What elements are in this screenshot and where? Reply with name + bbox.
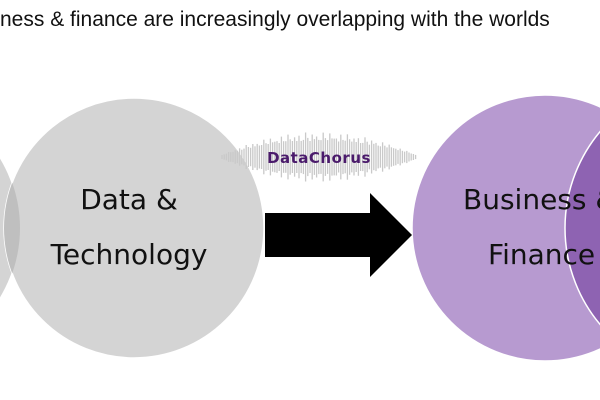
left-circle-label-line2: Technology <box>50 238 208 271</box>
right-circle-label-line2: Finance <box>488 238 595 271</box>
business-finance-circle <box>411 94 600 362</box>
datachorus-logo: DataChorus <box>267 149 371 167</box>
data-technology-circle <box>3 97 265 359</box>
left-circle-label-line1: Data & <box>80 183 178 216</box>
right-overlap-region <box>564 95 600 361</box>
right-circle-label-line1: Business & <box>463 183 600 216</box>
right-arrow <box>265 193 412 277</box>
slide-headline: ness & finance are increasingly overlapp… <box>0 8 550 31</box>
soundwave-icon <box>221 132 417 182</box>
